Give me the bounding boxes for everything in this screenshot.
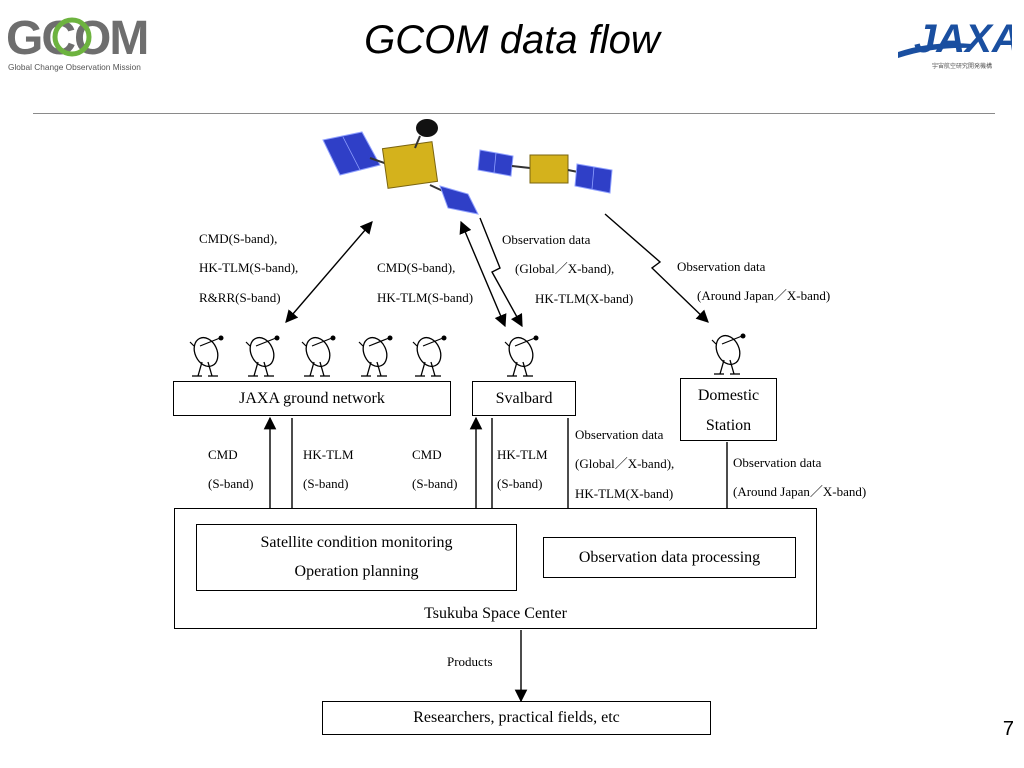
label-domestic-obs-1: Observation data	[733, 455, 822, 470]
label-jaxa-cmd-1: CMD	[208, 447, 238, 462]
antenna-icon	[301, 333, 337, 377]
antenna-icon	[358, 333, 394, 377]
domestic-station-box: Domestic Station	[680, 378, 777, 441]
gcom-logo: GCOM Global Change Observation Mission	[4, 8, 154, 74]
label-sat-jaxa-1: CMD(S-band),	[199, 231, 278, 246]
label-sat-svalbard-cmd-2: HK-TLM(S-band)	[377, 290, 474, 305]
link-sat-svalbard-obs	[479, 217, 523, 328]
label-svalbard-obs-1: Observation data	[575, 427, 664, 442]
jaxa-wordmark: JAXA	[914, 17, 1012, 61]
label-svalbard-obs-2: (Global／X-band),	[575, 456, 675, 471]
jaxa-tagline: 宇宙航空研究開発機構	[932, 62, 992, 70]
label-products: Products	[447, 654, 493, 669]
label-sat-svalbard-obs-2: (Global／X-band),	[515, 261, 615, 276]
satellite-ops-line-2: Operation planning	[294, 563, 419, 580]
label-jaxa-cmd-2: (S-band)	[208, 476, 254, 491]
label-sat-svalbard-obs-3: HK-TLM(X-band)	[535, 291, 634, 306]
title-divider	[33, 113, 995, 114]
jaxa-ground-network-box: JAXA ground network	[173, 381, 451, 416]
label-sat-domestic-obs-1: Observation data	[677, 259, 766, 274]
observation-processing-box: Observation data processing	[543, 537, 796, 578]
antenna-icon	[412, 333, 448, 377]
tsukuba-space-center-label: Tsukuba Space Center	[424, 605, 567, 622]
gcom-tagline: Global Change Observation Mission	[8, 62, 141, 72]
label-sat-jaxa-3: R&RR(S-band)	[199, 290, 281, 305]
link-sat-svalbard-cmd	[459, 220, 507, 328]
satellite-ops-line-1: Satellite condition monitoring	[260, 534, 453, 551]
antenna-icon	[711, 331, 747, 375]
satellite-small-icon	[477, 149, 613, 194]
domestic-station-line-1: Domestic	[697, 387, 760, 404]
label-sat-svalbard-obs-1: Observation data	[502, 232, 591, 247]
label-svalbard-hktlm-1: HK-TLM	[497, 447, 548, 462]
domestic-station-line-2: Station	[705, 417, 752, 434]
antenna-icon	[189, 333, 225, 377]
jaxa-logo: JAXA 宇宙航空研究開発機構	[892, 4, 1021, 80]
antenna-icon	[504, 333, 540, 377]
svalbard-box: Svalbard	[472, 381, 576, 416]
researchers-box: Researchers, practical fields, etc	[322, 701, 711, 735]
label-domestic-obs-2: (Around Japan／X-band)	[733, 484, 867, 499]
label-svalbard-obs-3: HK-TLM(X-band)	[575, 486, 674, 501]
satellite-large-icon	[322, 119, 479, 215]
label-jaxa-hktlm-1: HK-TLM	[303, 447, 354, 462]
label-svalbard-cmd-2: (S-band)	[412, 476, 458, 491]
label-sat-domestic-obs-2: (Around Japan／X-band)	[697, 288, 831, 303]
link-sat-domestic-obs	[604, 213, 709, 323]
label-sat-svalbard-cmd-1: CMD(S-band),	[377, 260, 456, 275]
link-sat-jaxa	[285, 221, 373, 323]
satellite-ops-box: Satellite condition monitoring Operation…	[196, 524, 517, 591]
label-svalbard-hktlm-2: (S-band)	[497, 476, 543, 491]
page-title: GCOM data flow	[364, 18, 660, 62]
label-sat-jaxa-2: HK-TLM(S-band),	[199, 260, 299, 275]
label-jaxa-hktlm-2: (S-band)	[303, 476, 349, 491]
antenna-icon	[245, 333, 281, 377]
page-number: 7	[1002, 718, 1014, 740]
label-svalbard-cmd-1: CMD	[412, 447, 442, 462]
